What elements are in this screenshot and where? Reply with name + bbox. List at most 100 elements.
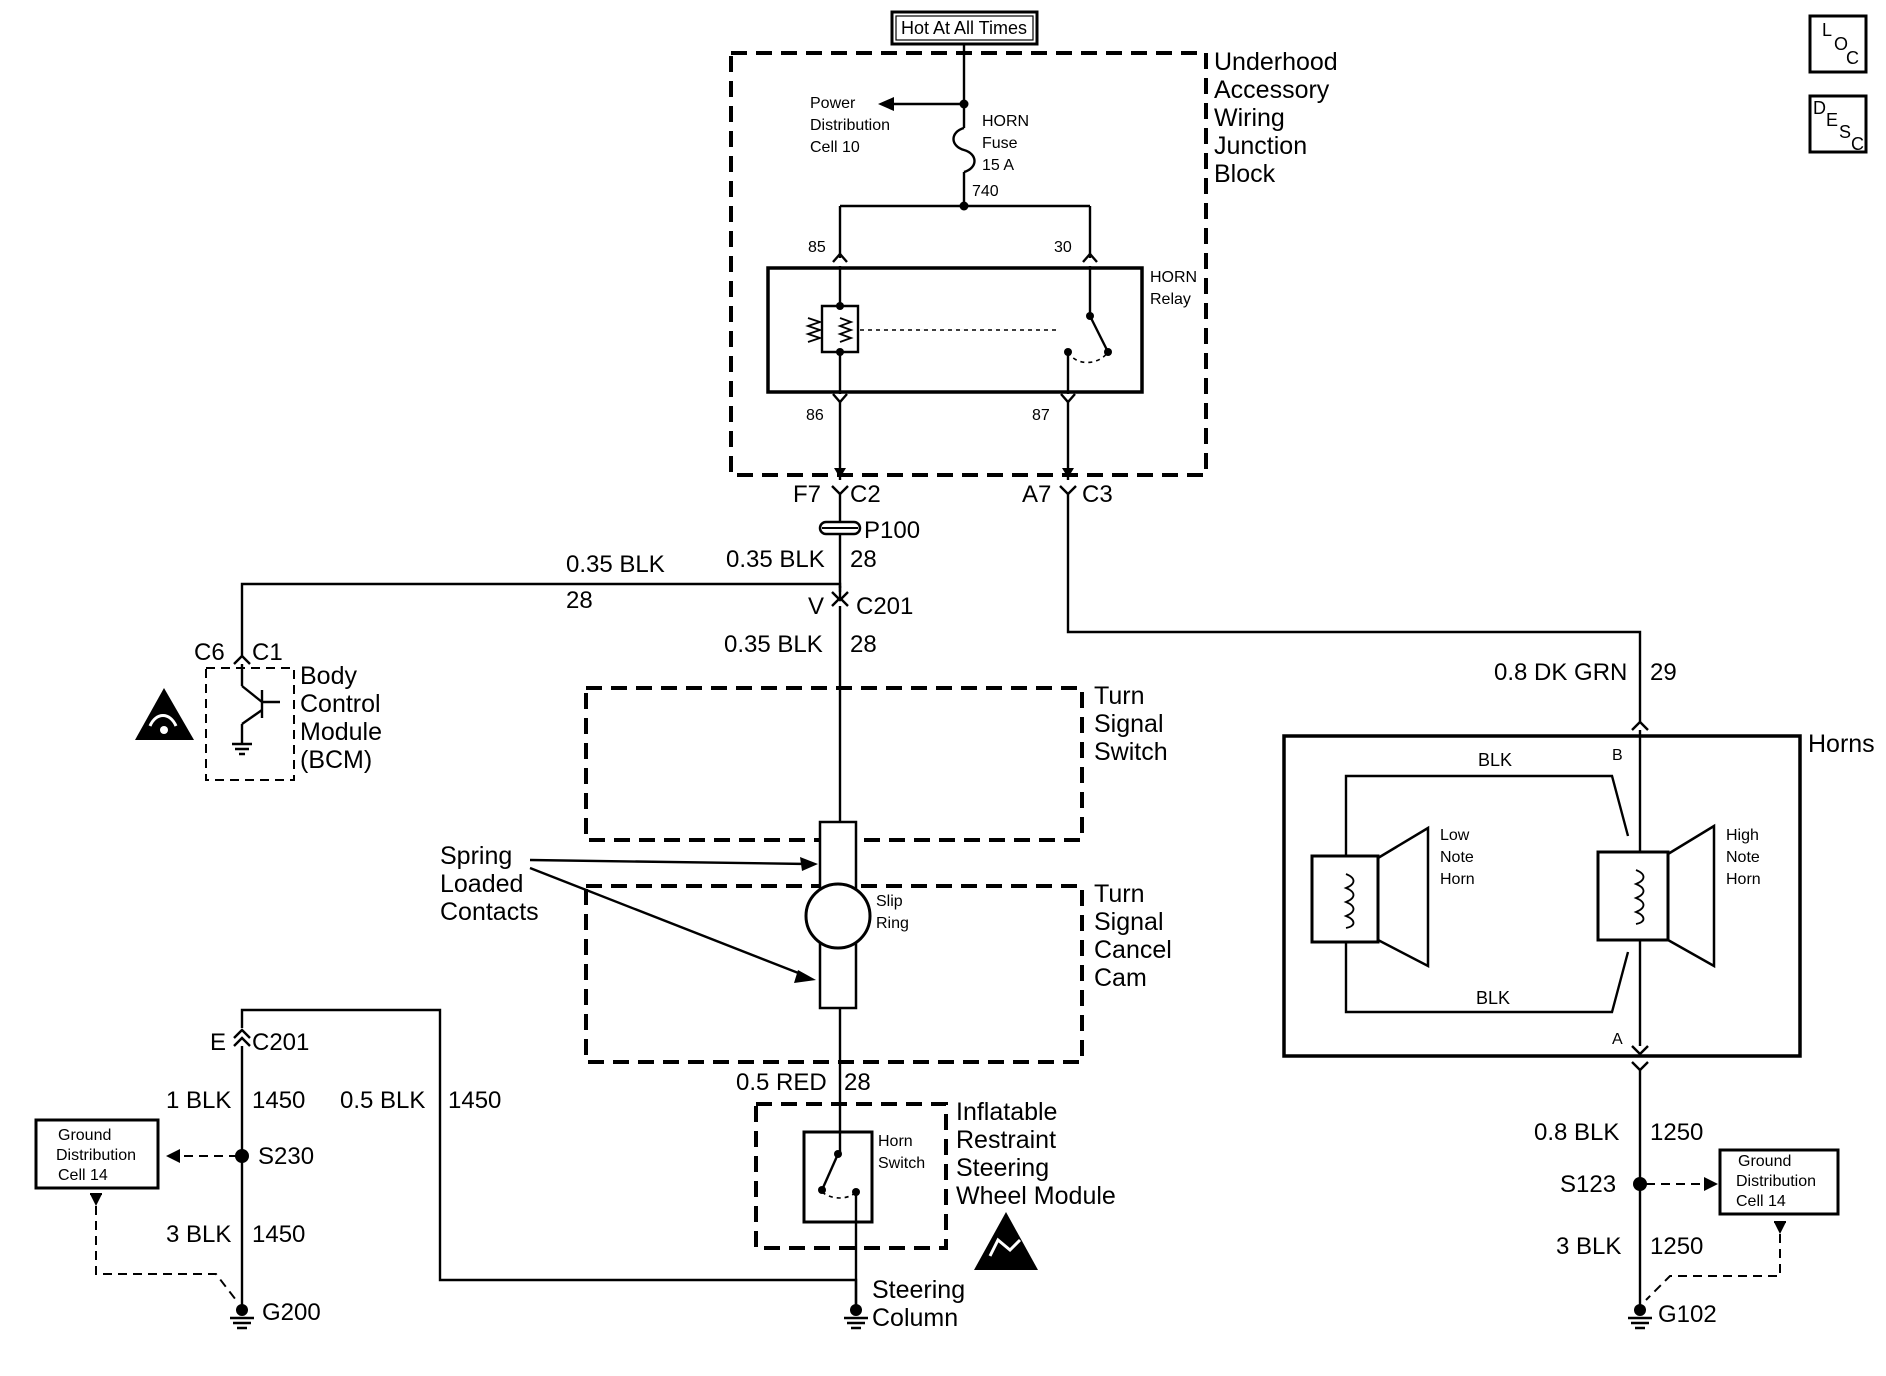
srs-airbag-warning-icon — [974, 1212, 1038, 1270]
arrow-left-icon — [878, 97, 894, 111]
svg-text:3 BLK: 3 BLK — [1556, 1233, 1621, 1260]
svg-text:Ground: Ground — [58, 1127, 111, 1144]
svg-text:HORN: HORN — [1150, 269, 1197, 286]
svg-text:Signal: Signal — [1094, 908, 1164, 936]
svg-text:Body: Body — [300, 662, 357, 690]
horn-fuse: HORN Fuse 15 A 740 — [952, 104, 1029, 206]
svg-text:0.5 BLK: 0.5 BLK — [340, 1087, 425, 1114]
svg-text:0.35 BLK: 0.35 BLK — [566, 551, 665, 578]
svg-text:G102: G102 — [1658, 1301, 1717, 1328]
svg-text:Block: Block — [1214, 160, 1276, 188]
svg-text:S123: S123 — [1560, 1171, 1616, 1198]
ground-distribution-right: Ground Distribution Cell 14 — [1718, 1148, 1840, 1216]
svg-text:Restraint: Restraint — [956, 1126, 1056, 1154]
svg-text:Turn: Turn — [1094, 880, 1144, 908]
svg-text:D: D — [1813, 98, 1826, 118]
svg-text:C3: C3 — [1082, 481, 1113, 508]
svg-text:S: S — [1839, 122, 1851, 142]
steering-column-ground: Steering Column — [844, 1276, 965, 1332]
svg-text:C2: C2 — [850, 481, 881, 508]
svg-text:S230: S230 — [258, 1143, 314, 1170]
svg-text:Control: Control — [300, 690, 381, 718]
svg-text:Distribution: Distribution — [810, 117, 890, 134]
svg-text:1450: 1450 — [252, 1087, 305, 1114]
svg-text:0.8 DK GRN: 0.8 DK GRN — [1494, 659, 1627, 686]
svg-text:Signal: Signal — [1094, 710, 1164, 738]
svg-text:30: 30 — [1054, 239, 1072, 256]
svg-text:Switch: Switch — [1094, 738, 1168, 766]
svg-text:Cancel: Cancel — [1094, 936, 1172, 964]
svg-text:0.5 RED: 0.5 RED — [736, 1069, 827, 1096]
svg-text:C: C — [1846, 48, 1859, 68]
horns-assembly: Horns B A BLK BLK Low Note Horn High Not… — [1282, 730, 1875, 1058]
svg-text:Steering: Steering — [956, 1154, 1049, 1182]
svg-text:F7: F7 — [793, 481, 821, 508]
svg-text:Underhood: Underhood — [1214, 48, 1338, 76]
horn-relay: HORN Relay — [766, 266, 1197, 394]
svg-text:29: 29 — [1650, 659, 1677, 686]
svg-text:C1: C1 — [252, 639, 283, 666]
svg-text:0.35 BLK: 0.35 BLK — [726, 546, 825, 573]
svg-text:A: A — [1612, 1031, 1623, 1048]
svg-text:Low: Low — [1440, 827, 1470, 844]
svg-text:E: E — [1826, 110, 1838, 130]
svg-text:Turn: Turn — [1094, 682, 1144, 710]
svg-text:740: 740 — [972, 183, 999, 200]
horn-switch: Horn Switch — [802, 1130, 925, 1224]
svg-text:HORN: HORN — [982, 113, 1029, 130]
svg-text:87: 87 — [1032, 407, 1050, 424]
svg-text:Accessory: Accessory — [1214, 76, 1330, 104]
arrow-left-icon — [166, 1149, 180, 1163]
svg-text:Ground: Ground — [1738, 1153, 1791, 1170]
g200-ground: G200 — [230, 1299, 321, 1330]
svg-text:Distribution: Distribution — [56, 1147, 136, 1164]
svg-text:V: V — [808, 593, 824, 620]
slip-ring: Slip Ring — [804, 820, 909, 1010]
svg-text:1 BLK: 1 BLK — [166, 1087, 231, 1114]
g102-ground: G102 — [1628, 1301, 1717, 1330]
svg-text:28: 28 — [566, 587, 593, 614]
svg-text:Fuse: Fuse — [982, 135, 1018, 152]
svg-text:Inflatable: Inflatable — [956, 1098, 1057, 1126]
svg-text:3 BLK: 3 BLK — [166, 1221, 231, 1248]
svg-text:Power: Power — [810, 95, 856, 112]
svg-text:28: 28 — [850, 631, 877, 658]
svg-text:Note: Note — [1726, 849, 1760, 866]
svg-text:Cell 10: Cell 10 — [810, 139, 860, 156]
svg-text:85: 85 — [808, 239, 826, 256]
svg-text:Ring: Ring — [876, 915, 909, 932]
svg-text:Distribution: Distribution — [1736, 1173, 1816, 1190]
svg-text:28: 28 — [844, 1069, 871, 1096]
high-note-horn: High Note Horn — [1596, 823, 1761, 969]
svg-text:Horn: Horn — [878, 1133, 913, 1150]
svg-text:A7: A7 — [1022, 481, 1051, 508]
svg-text:28: 28 — [850, 546, 877, 573]
loc-icon[interactable]: L O C — [1808, 14, 1868, 74]
svg-text:C201: C201 — [856, 593, 913, 620]
svg-text:Slip: Slip — [876, 893, 903, 910]
svg-text:C201: C201 — [252, 1029, 309, 1056]
svg-text:15 A: 15 A — [982, 157, 1014, 174]
svg-text:Horn: Horn — [1440, 871, 1475, 888]
svg-text:Cell 14: Cell 14 — [58, 1167, 108, 1184]
desc-icon[interactable]: D E S C — [1808, 94, 1868, 154]
svg-text:Horns: Horns — [1808, 730, 1875, 758]
svg-text:0.35 BLK: 0.35 BLK — [724, 631, 823, 658]
esd-warning-icon — [135, 688, 194, 740]
svg-text:High: High — [1726, 827, 1759, 844]
svg-text:1450: 1450 — [448, 1087, 501, 1114]
svg-text:1450: 1450 — [252, 1221, 305, 1248]
underhood-junction-block: Underhood Accessory Wiring Junction Bloc… — [729, 48, 1338, 477]
svg-text:P100: P100 — [864, 517, 920, 544]
svg-text:BLK: BLK — [1478, 750, 1512, 770]
svg-text:B: B — [1612, 747, 1623, 764]
body-control-module: Body Control Module (BCM) — [205, 662, 382, 781]
svg-text:Cell 14: Cell 14 — [1736, 1193, 1786, 1210]
svg-text:Switch: Switch — [878, 1155, 925, 1172]
svg-text:E: E — [210, 1029, 226, 1056]
ground-distribution-left: Ground Distribution Cell 14 — [34, 1118, 160, 1190]
svg-text:G200: G200 — [262, 1299, 321, 1326]
svg-text:Junction: Junction — [1214, 132, 1307, 160]
arrow-right-icon — [1704, 1177, 1718, 1191]
svg-text:0.8 BLK: 0.8 BLK — [1534, 1119, 1619, 1146]
